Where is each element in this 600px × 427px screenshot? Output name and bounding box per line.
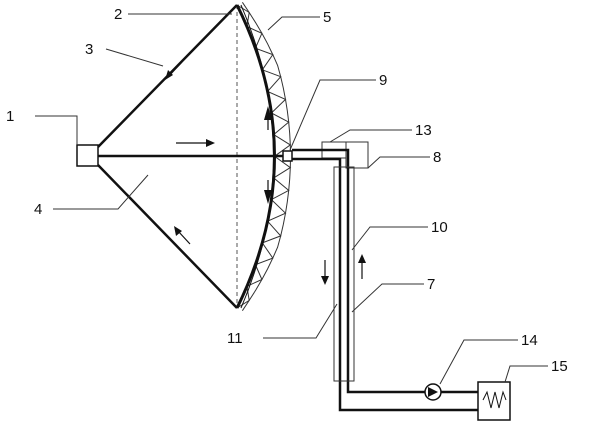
label-5: 5 <box>323 9 331 26</box>
leader-9 <box>289 79 376 151</box>
leader-10 <box>351 226 428 251</box>
receiver-box <box>76 144 99 167</box>
heat-exchanger <box>477 381 511 421</box>
inner-pipe <box>292 157 478 412</box>
leader-7 <box>351 283 424 313</box>
label-15: 15 <box>551 358 568 375</box>
label-14: 14 <box>521 332 538 349</box>
label-3: 3 <box>85 41 93 58</box>
leader-13 <box>329 129 412 143</box>
label-13: 13 <box>415 122 432 139</box>
leader-3 <box>105 48 164 67</box>
arrow-dish-up <box>264 106 272 120</box>
pump-arrow-icon <box>428 387 438 397</box>
focal-absorber <box>282 150 293 162</box>
leader-11 <box>263 303 338 339</box>
label-11: 11 <box>227 330 243 347</box>
label-1: 1 <box>6 108 14 125</box>
arrow-dish-down <box>264 190 272 204</box>
arrow-center-head <box>206 139 215 147</box>
label-10: 10 <box>431 219 448 236</box>
label-7: 7 <box>427 276 435 293</box>
arrow-pipe-down <box>321 276 329 285</box>
outer-pipe <box>292 148 478 394</box>
leader-4 <box>53 174 149 210</box>
junction-box-8 <box>345 141 369 169</box>
label-9: 9 <box>379 72 387 89</box>
pipe-sleeve <box>333 166 355 382</box>
heat-exchanger-coil-icon <box>482 390 507 409</box>
arrow-upper-rod-head <box>165 70 173 80</box>
leader-1 <box>35 115 78 145</box>
arrow-pipe-up <box>358 254 366 263</box>
leader-8 <box>367 156 430 169</box>
leader-14 <box>439 339 518 385</box>
lower-rod <box>97 164 238 309</box>
label-8: 8 <box>433 149 441 166</box>
label-2: 2 <box>114 6 122 23</box>
label-4: 4 <box>34 201 42 218</box>
leader-5 <box>267 16 320 31</box>
arrow-lower-rod-head <box>174 226 182 236</box>
leader-15 <box>504 365 548 383</box>
arrow-lower-rod <box>177 230 191 245</box>
